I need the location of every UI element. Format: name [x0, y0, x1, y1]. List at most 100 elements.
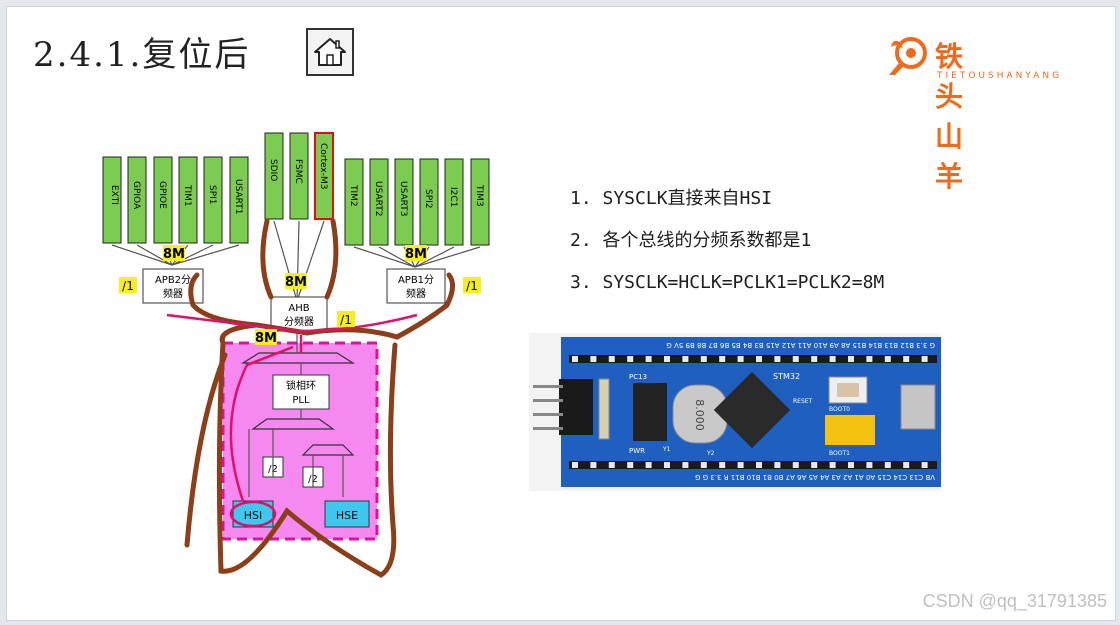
- header-pin: [682, 356, 689, 362]
- header-pin: [811, 462, 818, 468]
- peripheral-label: GPIOA: [131, 181, 141, 210]
- header-pin: [700, 462, 707, 468]
- divider-badge-label: /1: [122, 279, 134, 293]
- peripheral-label: SDIO: [268, 159, 278, 181]
- header-pin: [792, 356, 799, 362]
- mcu-chip: [713, 371, 791, 449]
- header-pin: [829, 462, 836, 468]
- pll-block: 锁相环 PLL: [272, 374, 330, 410]
- header-pin: [903, 356, 910, 362]
- hse-label: HSE: [336, 509, 358, 522]
- freq-badge-ahb: 8M: [285, 273, 307, 290]
- apb1-prescaler-line2: 频器: [406, 287, 426, 300]
- apb2-prescaler: APB2分 频器: [142, 268, 204, 304]
- header-pin: [848, 356, 854, 362]
- usb-port: [900, 384, 936, 430]
- home-icon: [314, 38, 346, 66]
- header-pin: [756, 356, 762, 362]
- header-pin: [608, 356, 615, 362]
- peripheral-label: TIM3: [474, 184, 484, 207]
- crystal-label: 8.000: [693, 399, 706, 431]
- hse-source: HSE: [324, 500, 370, 528]
- apb2-prescaler-line2: 频器: [163, 287, 183, 300]
- logo: 铁头山羊 TIETOUSHANYANG: [887, 31, 1059, 193]
- peripheral-label: EXTI: [109, 185, 119, 205]
- peripheral-label: SPI1: [207, 185, 217, 205]
- regulator: [633, 383, 667, 441]
- header-pin: [774, 462, 781, 468]
- boot0-label: BOOT0: [829, 406, 850, 413]
- home-button[interactable]: [306, 28, 354, 76]
- peripheral-label: I2C1: [448, 187, 458, 207]
- clock-tree-diagram: EXTI GPIOA GPIOE TIM1 SPI1 USART1 SDIO F…: [102, 132, 490, 578]
- watermark: CSDN @qq_31791385: [922, 591, 1107, 611]
- divider-badge-label: /1: [466, 279, 478, 293]
- header-pin: [866, 356, 873, 362]
- header-pin: [884, 462, 891, 468]
- pll-label-line1: 锁相环: [286, 379, 316, 392]
- header-pin: [884, 356, 891, 362]
- header-pin: [866, 462, 873, 468]
- freq-badge-apb1: 8M: [405, 245, 427, 262]
- freq-badge-apb2: 8M: [163, 245, 185, 262]
- hsi-label: HSI: [244, 509, 263, 522]
- y1-label: Y1: [662, 446, 671, 453]
- top-header: [569, 355, 937, 363]
- divider-badge-ahb: /1: [337, 311, 355, 327]
- header-pin: [829, 356, 836, 362]
- list-item: 1. SYSCLK直接来自HSI: [570, 188, 773, 209]
- apb1-prescaler: APB1分 频器: [386, 268, 446, 304]
- header-pin: [921, 462, 928, 468]
- stm32-board-image: G 3.3 B12 B13 B14 B15 A8 A9 A10 A11 A12 …: [529, 333, 942, 491]
- peripheral-label: TIM2: [348, 184, 358, 207]
- brown-annotations: [184, 218, 455, 578]
- header-pin: [737, 462, 744, 468]
- list-item: 3. SYSCLK=HCLK=PCLK1=PCLK2=8M: [570, 272, 885, 293]
- header-pin: [903, 462, 910, 468]
- peripheral-usart2: USART2: [369, 158, 389, 246]
- header-pin: [719, 462, 726, 468]
- slide-title: 2.4.1.复位后: [33, 35, 251, 75]
- divider-badge-label: /1: [340, 313, 352, 327]
- boot-jumpers: [825, 415, 875, 445]
- peripheral-label: USART3: [398, 181, 408, 216]
- header-pin: [774, 356, 781, 362]
- header-pin: [645, 356, 652, 362]
- summary-list: 1. SYSCLK直接来自HSI 2. 各个总线的分频系数都是1 3. SYSC…: [570, 187, 884, 313]
- divider-badge-apb2: /1: [119, 277, 137, 293]
- apb1-prescaler-line1: APB1分: [398, 274, 434, 286]
- freq-label: 8M: [405, 247, 427, 262]
- peripheral-fsmc: FSMC: [289, 132, 309, 220]
- header-pin: [572, 356, 578, 362]
- slide: 2.4.1.复位后 铁头山羊 TIETOUSHANYANG EXTI GPIOA…: [6, 6, 1116, 621]
- peripheral-tim3: TIM3: [470, 158, 490, 246]
- peripheral-usart3: USART3: [394, 158, 414, 246]
- header-pin: [737, 356, 744, 362]
- logo-subtitle: TIETOUSHANYANG: [937, 71, 1063, 81]
- ahb-prescaler-line1: AHB: [288, 303, 309, 314]
- peripheral-spi1: SPI1: [203, 156, 223, 244]
- header-pin: [627, 462, 634, 468]
- apb2-peripherals: EXTI GPIOA GPIOE TIM1 SPI1 USART1: [102, 156, 249, 244]
- peripheral-usart1: USART1: [229, 156, 249, 244]
- top-pin-labels: G 3.3 B12 B13 B14 B15 A8 A9 A10 A11 A12 …: [666, 341, 935, 349]
- freq-label: 8M: [285, 275, 307, 290]
- peripheral-label: USART1: [233, 179, 243, 214]
- divider-badge-apb1: /1: [463, 277, 481, 293]
- header-pin: [608, 462, 615, 468]
- header-pins: [572, 356, 928, 468]
- bottom-header: [569, 461, 937, 469]
- left-pin-header: [533, 379, 593, 435]
- peripheral-sdio: SDIO: [264, 132, 284, 220]
- pwr-label: PWR: [629, 447, 645, 455]
- ahb-peripherals: SDIO FSMC Cortex-M3: [264, 132, 334, 220]
- peripheral-label: Cortex-M3: [318, 143, 328, 189]
- goat-logo-icon: [889, 37, 927, 75]
- header-pin: [756, 462, 762, 468]
- chip-label: STM32: [773, 372, 800, 381]
- header-pin: [682, 462, 689, 468]
- header-pin: [590, 462, 597, 468]
- y2-label: Y2: [706, 450, 715, 457]
- freq-badge-sysclk: 8M: [255, 329, 277, 346]
- header-pin: [645, 462, 652, 468]
